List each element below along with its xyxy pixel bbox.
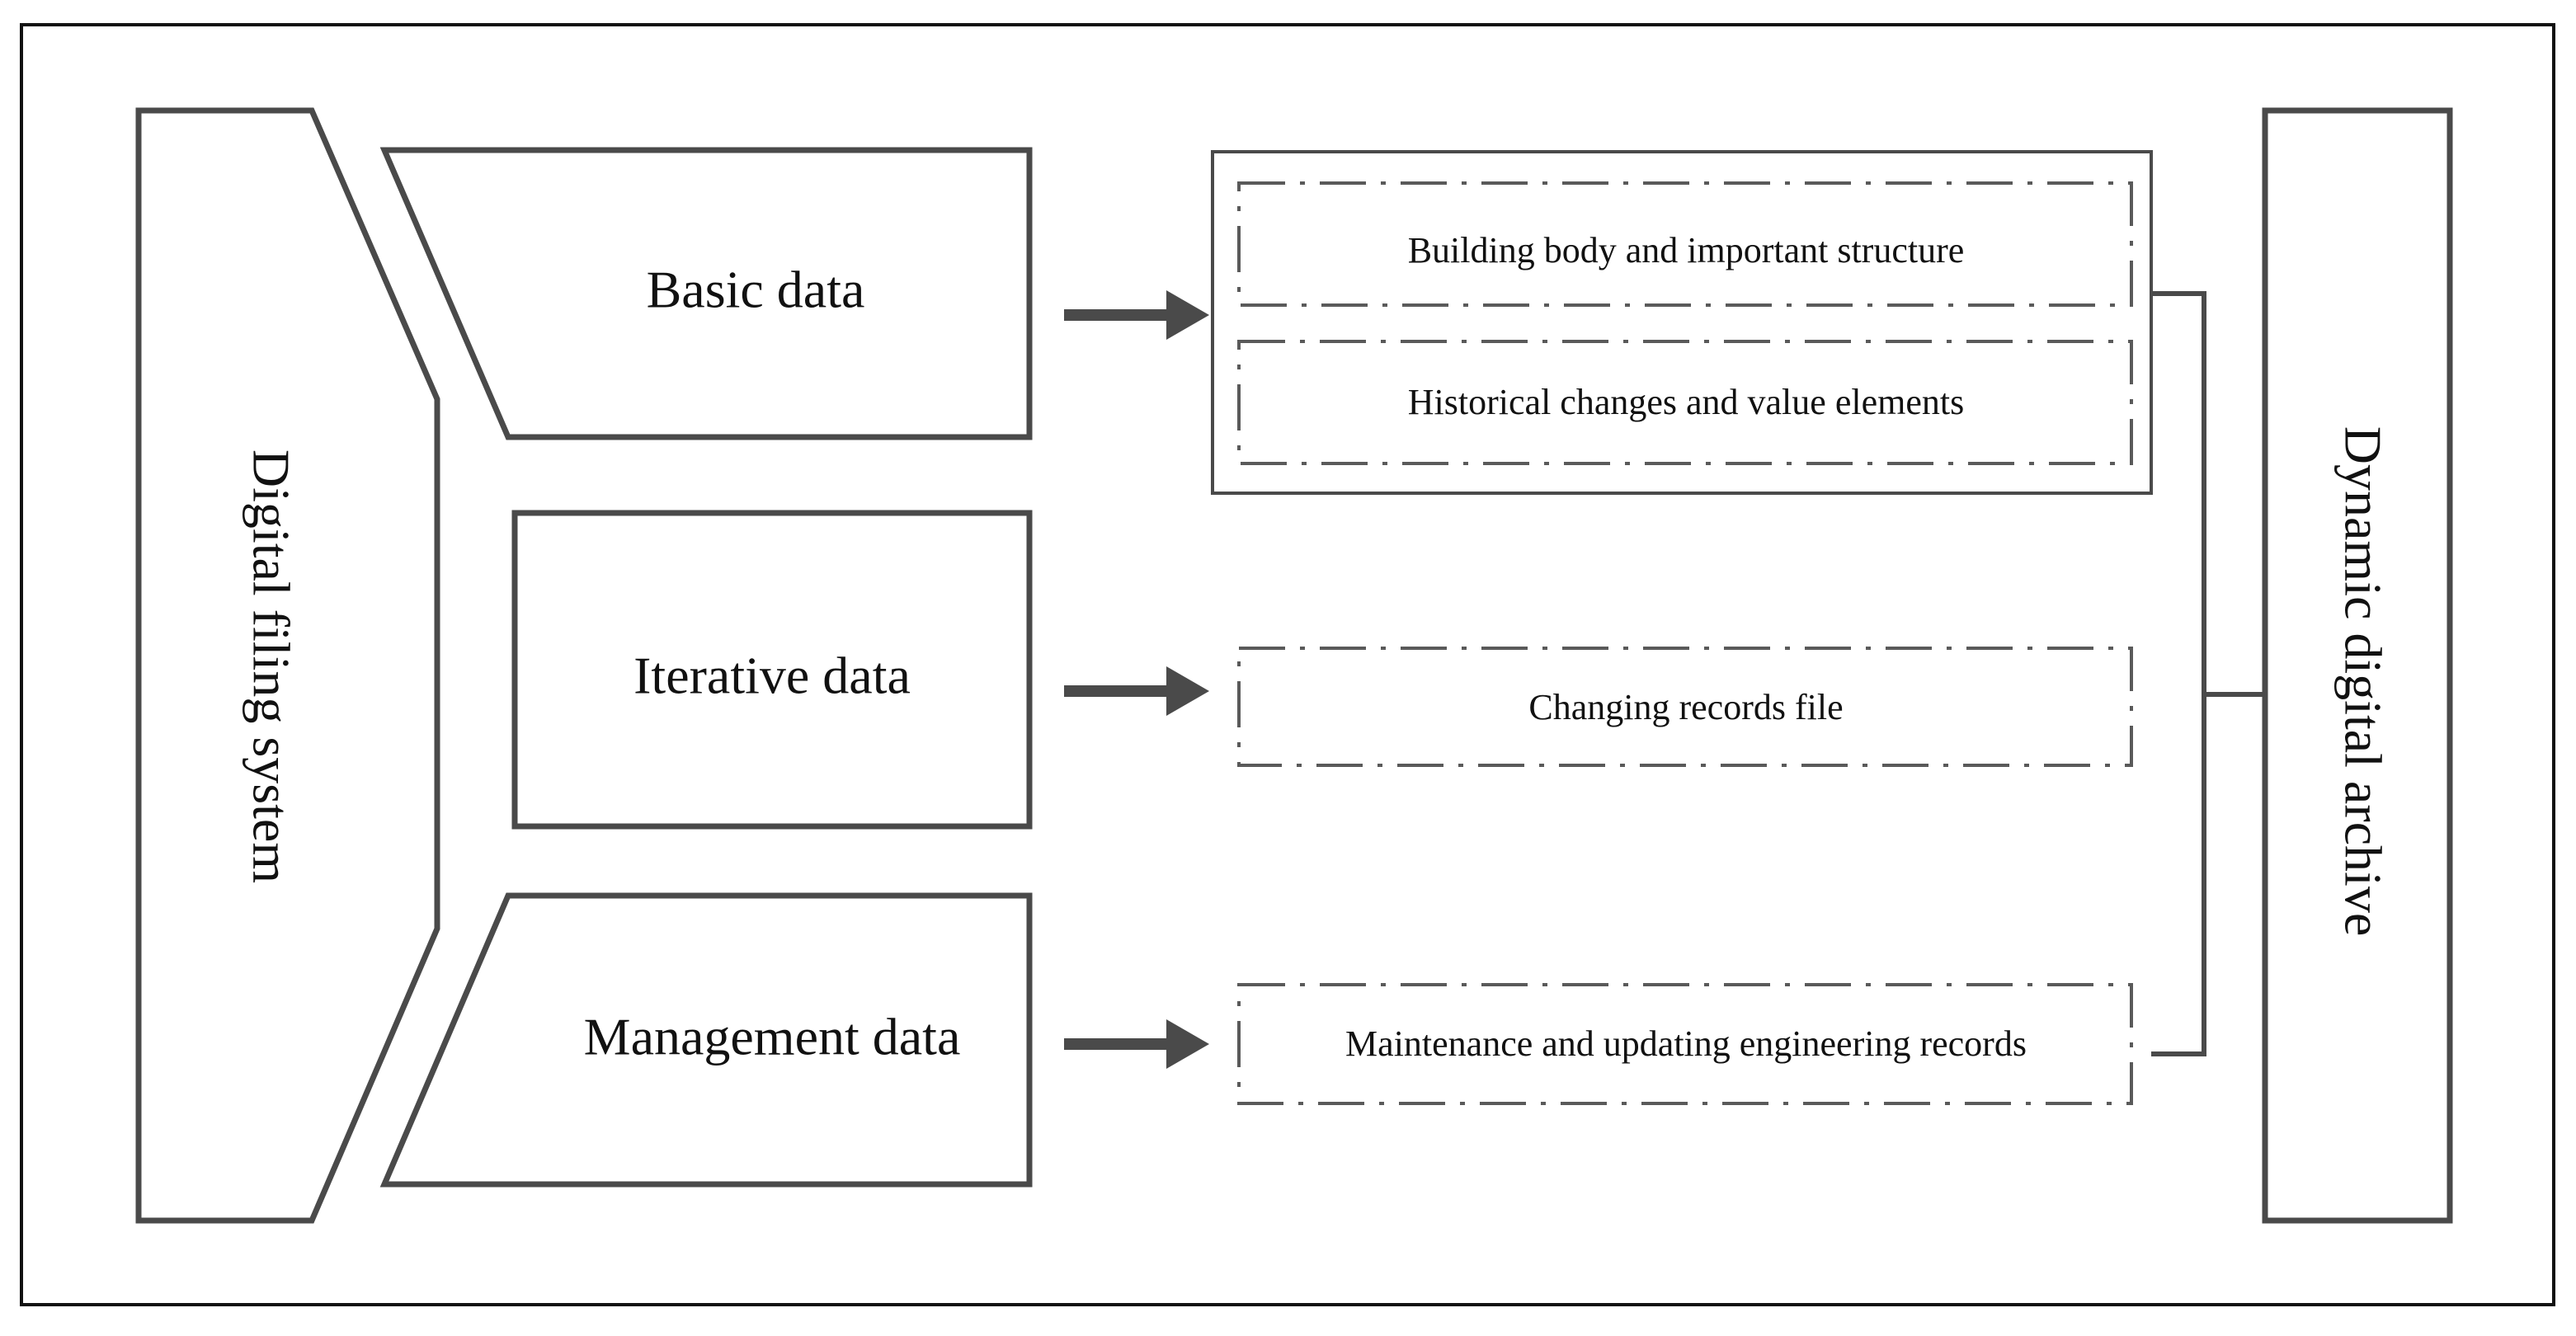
- management-data-label: Management data: [584, 1008, 961, 1066]
- iterative-data-label: Iterative data: [633, 647, 911, 705]
- digital-filing-system-shape: [135, 107, 440, 1224]
- management-data-block: [379, 892, 1033, 1188]
- record-maintenance-label: Maintenance and updating engineering rec…: [1345, 1023, 2027, 1064]
- record-historical-changes-label: Historical changes and value elements: [1408, 382, 1964, 422]
- basic-data-label: Basic data: [647, 261, 865, 319]
- iterative-data-block: [511, 510, 1033, 830]
- arrow-basic: [1064, 290, 1209, 340]
- basic-records-frame: [1211, 150, 2153, 495]
- record-box-historical-changes: [1237, 340, 2133, 465]
- dynamic-digital-archive-shape: [2262, 107, 2453, 1224]
- arrow-iterative: [1064, 666, 1209, 716]
- record-changing-records-label: Changing records file: [1528, 687, 1843, 727]
- record-building-body-label: Building body and important structure: [1408, 230, 1965, 270]
- record-box-changing-records: [1237, 647, 2133, 767]
- basic-data-block: [379, 147, 1033, 440]
- dynamic-digital-archive-label: Dynamic digital archive: [2333, 426, 2392, 936]
- connector-bracket: [2151, 291, 2267, 1056]
- digital-filing-system-label: Digital filing system: [242, 449, 300, 883]
- record-box-maintenance: [1237, 983, 2133, 1105]
- arrow-management: [1064, 1019, 1209, 1069]
- record-box-building-body: [1237, 181, 2133, 307]
